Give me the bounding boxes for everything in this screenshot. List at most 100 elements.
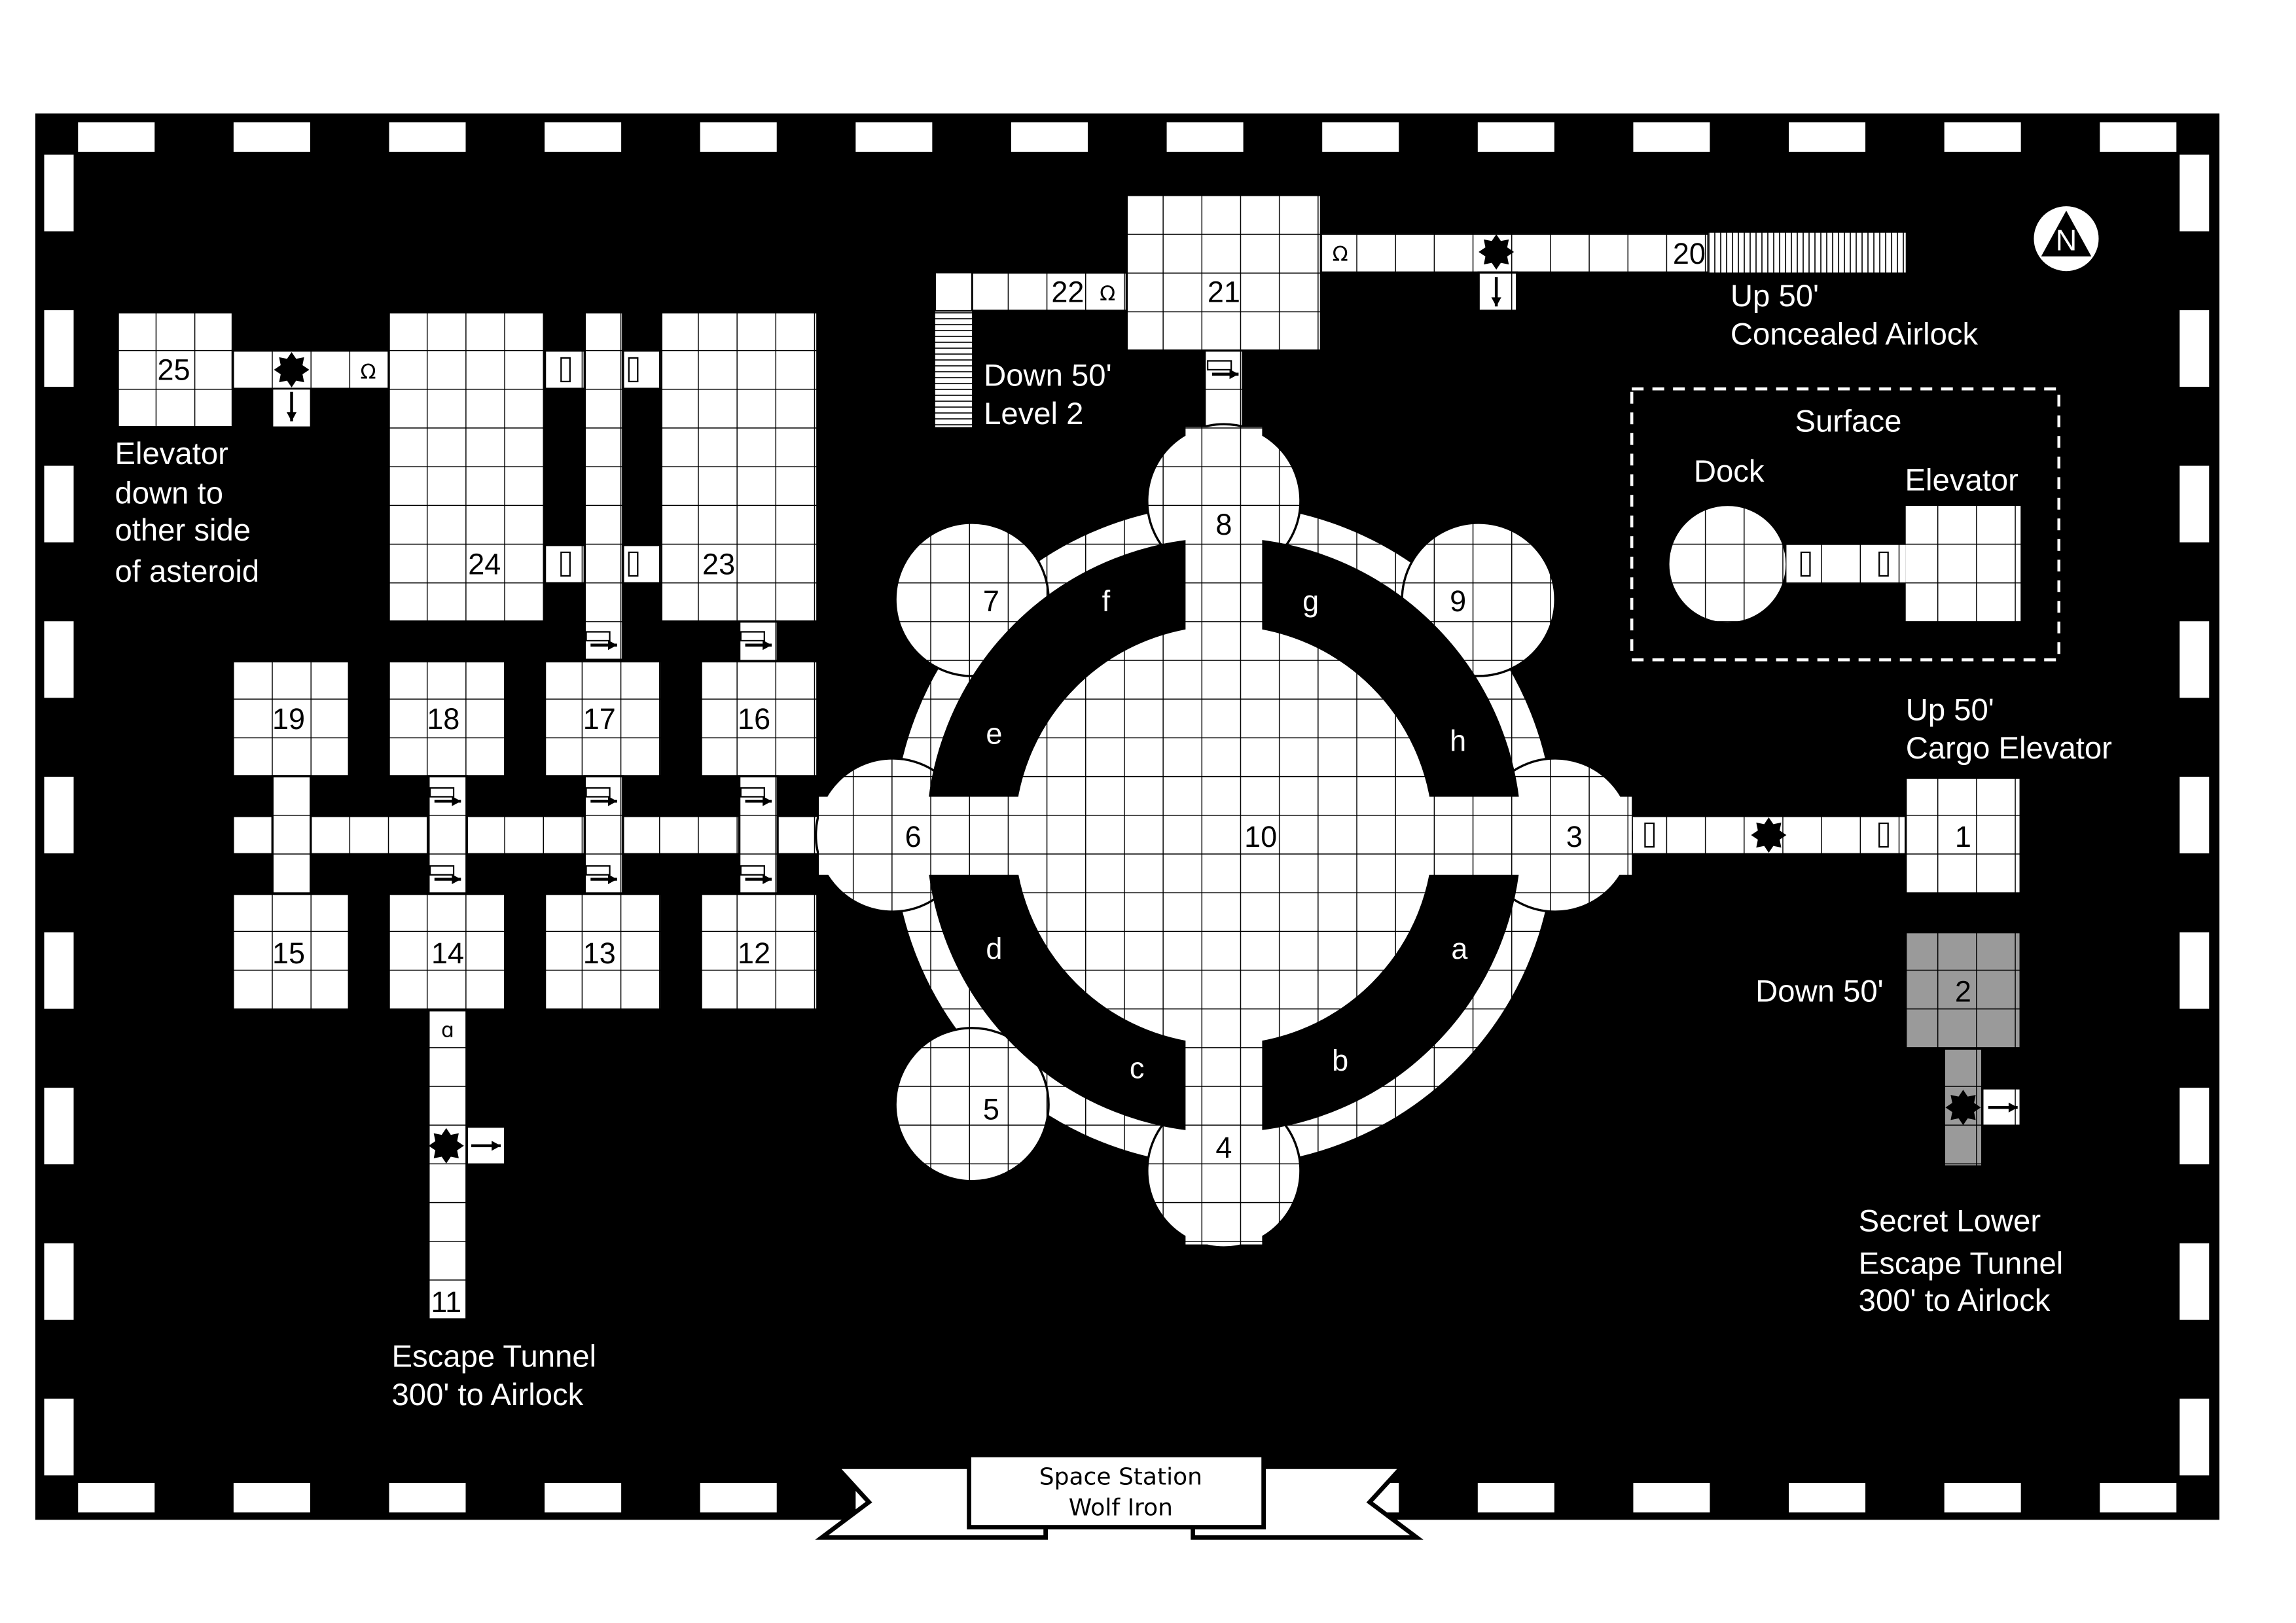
note-down-50: Down 50'	[1755, 974, 1884, 1008]
room-11: 11	[431, 1285, 461, 1319]
room-14	[387, 893, 507, 1012]
border-dash	[855, 122, 933, 152]
corridor	[583, 311, 624, 661]
room-17: 17	[583, 702, 616, 736]
border-dash	[1011, 122, 1088, 152]
border-dash	[1789, 1483, 1866, 1513]
note-airlock-2: Concealed Airlock	[1731, 317, 1979, 352]
room-25	[117, 311, 234, 429]
room-5: 5	[983, 1092, 999, 1126]
corridor	[231, 815, 823, 855]
note-down-level2-2: Level 2	[984, 397, 1083, 431]
border-dash	[545, 1483, 622, 1513]
stairs-up-concealed-airlock	[1708, 232, 1906, 273]
border-dash	[44, 310, 74, 387]
door-icon	[1207, 360, 1232, 371]
arrow-head-icon	[607, 796, 617, 806]
border-dash	[2100, 1483, 2177, 1513]
room-24: 24	[468, 548, 501, 581]
door-icon	[1800, 551, 1811, 577]
arrow-head-icon	[452, 796, 461, 806]
border-dash	[1944, 1483, 2021, 1513]
note-secret-2: Escape Tunnel	[1859, 1247, 2064, 1281]
airlock-gear-icon	[1945, 1090, 1981, 1126]
ring-section-labels: f g e h d a c b	[986, 584, 1468, 1084]
border-dash	[700, 122, 777, 152]
door-icon	[1878, 551, 1889, 577]
arrow-head-icon	[762, 640, 772, 651]
map-notes: Elevator down to other side of asteroid …	[115, 279, 2112, 1412]
section-f: f	[1102, 584, 1111, 618]
arrow-head-icon	[1763, 877, 1774, 887]
border-dash	[2179, 310, 2210, 387]
border-dash	[2179, 465, 2210, 543]
airlock-gear-icon	[428, 1128, 464, 1164]
door-icon	[585, 631, 611, 642]
arrow-head-icon	[492, 1141, 501, 1151]
note-secret-1: Secret Lower	[1859, 1204, 2041, 1238]
note-elevator-4: of asteroid	[115, 554, 260, 589]
border-dash	[1477, 122, 1554, 152]
section-c: c	[1130, 1051, 1145, 1084]
omega-door-icon: Ω	[1333, 242, 1348, 266]
stairs-down-level-2	[935, 294, 973, 427]
room-14: 14	[431, 936, 464, 970]
section-e: e	[986, 717, 1002, 750]
room-11	[427, 1009, 468, 1321]
border-dash	[2179, 1399, 2210, 1476]
border-dash	[44, 932, 74, 1009]
room-6: 6	[905, 820, 922, 853]
border-dash	[44, 1243, 74, 1320]
room-21: 21	[1208, 275, 1240, 308]
central-hub	[814, 423, 1633, 1249]
section-d: d	[986, 932, 1002, 965]
border-dash	[1789, 122, 1866, 152]
border-dash	[1944, 122, 2021, 152]
note-cargo-1: Up 50'	[1906, 692, 1994, 727]
door-icon	[1878, 822, 1889, 848]
room-numbers: 25 24 23 22 21 20 19 18 17 16 15 14 13 1…	[157, 237, 1971, 1319]
room-1: 1	[1955, 820, 1971, 853]
airlock-gear-icon	[274, 351, 310, 387]
title-line-1: Space Station	[1039, 1463, 1202, 1490]
border-dash	[1633, 122, 1710, 152]
note-down-level2-1: Down 50'	[984, 359, 1112, 393]
border-dash	[1322, 122, 1399, 152]
border-dash	[2179, 154, 2210, 232]
note-elevator-3: other side	[115, 513, 251, 548]
room-4: 4	[1215, 1131, 1232, 1164]
arrow-head-icon	[286, 412, 297, 421]
door-icon	[560, 551, 571, 577]
border-dash	[1477, 1483, 1554, 1513]
border-dash	[2179, 1088, 2210, 1165]
room-15	[231, 893, 350, 1012]
corridor	[622, 349, 663, 390]
room-21	[1125, 193, 1323, 352]
room-16: 16	[738, 702, 770, 736]
corridor	[1319, 231, 1710, 274]
room-19: 19	[272, 702, 305, 736]
rooms-layer	[117, 193, 2022, 1321]
door-icon	[1644, 822, 1655, 848]
room-22	[971, 271, 1128, 312]
room-2	[1905, 931, 2022, 1050]
border-dash	[233, 1483, 310, 1513]
room-12	[700, 893, 819, 1012]
border-dash	[545, 122, 622, 152]
note-surface: Surface	[1795, 404, 1902, 438]
title-line-2: Wolf Iron	[1069, 1495, 1173, 1522]
compass-label: N	[2056, 224, 2077, 257]
note-escape-2: 300' to Airlock	[392, 1378, 584, 1412]
arrow-head-icon	[2008, 1102, 2018, 1113]
border-dash	[44, 465, 74, 543]
airlock-gear-icon	[1479, 234, 1515, 270]
note-dock: Dock	[1694, 454, 1765, 489]
room-18: 18	[427, 702, 459, 736]
room-25: 25	[157, 353, 190, 387]
note-secret-3: 300' to Airlock	[1859, 1283, 2051, 1318]
border-dash	[389, 1483, 466, 1513]
title-banner: Space Station Wolf Iron	[815, 1452, 1424, 1540]
stairs-turn	[934, 272, 973, 312]
